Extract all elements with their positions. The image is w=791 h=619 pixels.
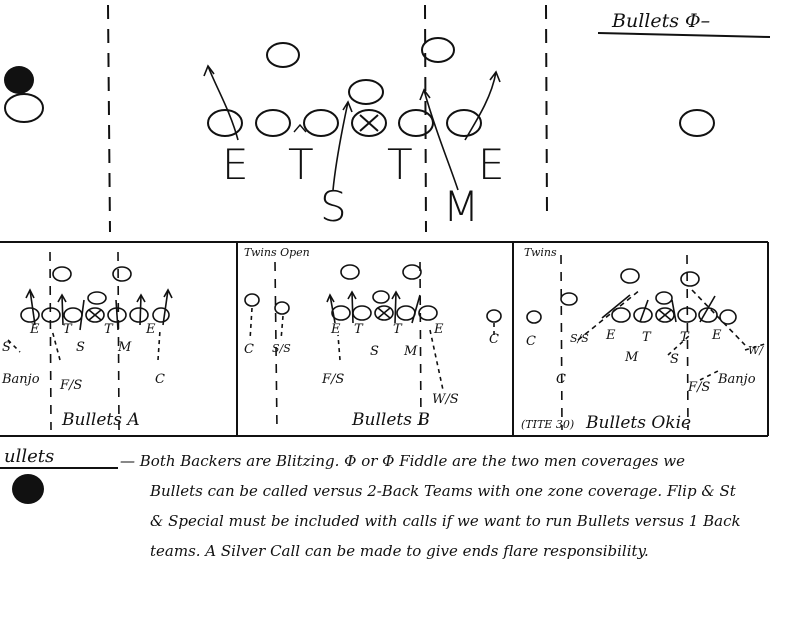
page-title: Bullets Φ– bbox=[612, 10, 711, 32]
pos-letter-t-right: T bbox=[387, 140, 413, 189]
hash-line-mid bbox=[424, 4, 427, 233]
panel-b-label-ss: S/S bbox=[272, 342, 291, 355]
defender-safety-right bbox=[421, 37, 455, 63]
notes-line-3: & Special must be included with calls if… bbox=[150, 512, 741, 530]
hash-line-right bbox=[545, 4, 548, 216]
hole-punch-bottom bbox=[12, 474, 44, 504]
panel-a-label-e-left: E bbox=[30, 322, 40, 337]
panel-b-diagram bbox=[244, 261, 502, 431]
panel-a-label-t-right: T bbox=[104, 322, 113, 337]
hash-line-left bbox=[107, 4, 111, 233]
panel-c-prefix: (TITE 30) bbox=[521, 418, 575, 431]
title-underline bbox=[597, 32, 771, 38]
panel-b-label-t-left: T bbox=[354, 322, 363, 337]
panel-a-label-fs: F/S bbox=[60, 378, 83, 393]
panel-c-title: Bullets Okie bbox=[586, 413, 692, 433]
panel-b-label-c-right: C bbox=[489, 332, 499, 347]
pos-letter-t-left: T bbox=[288, 140, 314, 189]
panel-c-label-fs: F/S bbox=[688, 380, 711, 395]
panel-a-label-s-far: S bbox=[2, 340, 11, 355]
pos-letter-e-left: E bbox=[222, 140, 249, 189]
panel-b-label-e-left: E bbox=[331, 322, 341, 337]
hole-punch-top bbox=[4, 66, 34, 94]
lineman-2 bbox=[255, 109, 291, 137]
panel-c-label-t-left: T bbox=[642, 330, 651, 345]
pos-letter-m: M bbox=[443, 182, 480, 231]
defender-safety-left bbox=[266, 42, 300, 68]
panel-a-label-m: M bbox=[118, 340, 132, 355]
notes-line-1: — Both Backers are Blitzing. Φ or Φ Fidd… bbox=[120, 452, 685, 470]
panel-c-label-t-right: T bbox=[680, 330, 689, 345]
panel-c-diagram bbox=[526, 254, 766, 431]
notes-line-4: teams. A Silver Call can be made to give… bbox=[150, 542, 649, 560]
panel-c-label-banjo: Banjo bbox=[718, 372, 756, 387]
panel-b-title: Bullets B bbox=[352, 410, 430, 430]
panel-c-label-w: W/ bbox=[748, 344, 764, 357]
panel-b-label-m: M bbox=[404, 344, 418, 359]
panel-a-diagram bbox=[7, 251, 173, 431]
panel-c-label-m: M bbox=[625, 350, 639, 365]
panel-a-label-banjo: Banjo bbox=[2, 372, 40, 387]
lineman-5 bbox=[398, 109, 434, 137]
receiver-wide bbox=[679, 109, 715, 137]
panel-b-label-c-left: C bbox=[244, 342, 254, 357]
notes-line-2: Bullets can be called versus 2-Back Team… bbox=[150, 482, 736, 500]
defender-center-top bbox=[348, 79, 384, 105]
panel-b-label-fs: F/S bbox=[322, 372, 345, 387]
panel-a-label-t-left: T bbox=[63, 322, 72, 337]
panel-c-label-s: S bbox=[670, 352, 679, 367]
lineman-1 bbox=[207, 109, 243, 137]
panel-c-label-ss: S/S bbox=[570, 332, 589, 345]
panel-c-label-c-bottom: C bbox=[556, 372, 566, 387]
panel-c-label-e-left: E bbox=[606, 328, 616, 343]
panel-c-header: Twins bbox=[524, 246, 557, 259]
pos-letter-s: S bbox=[320, 182, 347, 231]
panel-b-header: Twins Open bbox=[244, 246, 310, 259]
lineman-6 bbox=[446, 109, 482, 137]
panel-a-label-s: S bbox=[76, 340, 85, 355]
hole-punch-outline bbox=[4, 93, 44, 123]
panel-b-label-t-right: T bbox=[393, 322, 402, 337]
pos-letter-e-right: E bbox=[478, 140, 505, 189]
panel-a-label-e-right: E bbox=[146, 322, 156, 337]
panel-c-label-e-right: E bbox=[712, 328, 722, 343]
notes-heading: ullets bbox=[4, 446, 55, 467]
panel-b-label-ws: W/S bbox=[432, 392, 459, 407]
panel-b-label-s: S bbox=[370, 344, 379, 359]
lineman-3 bbox=[303, 109, 339, 137]
panel-a-label-c: C bbox=[155, 372, 165, 387]
panel-b-label-e-right: E bbox=[434, 322, 444, 337]
center-x bbox=[351, 109, 387, 137]
panel-a-title: Bullets A bbox=[62, 410, 140, 430]
panel-c-label-c-left: C bbox=[526, 334, 536, 349]
